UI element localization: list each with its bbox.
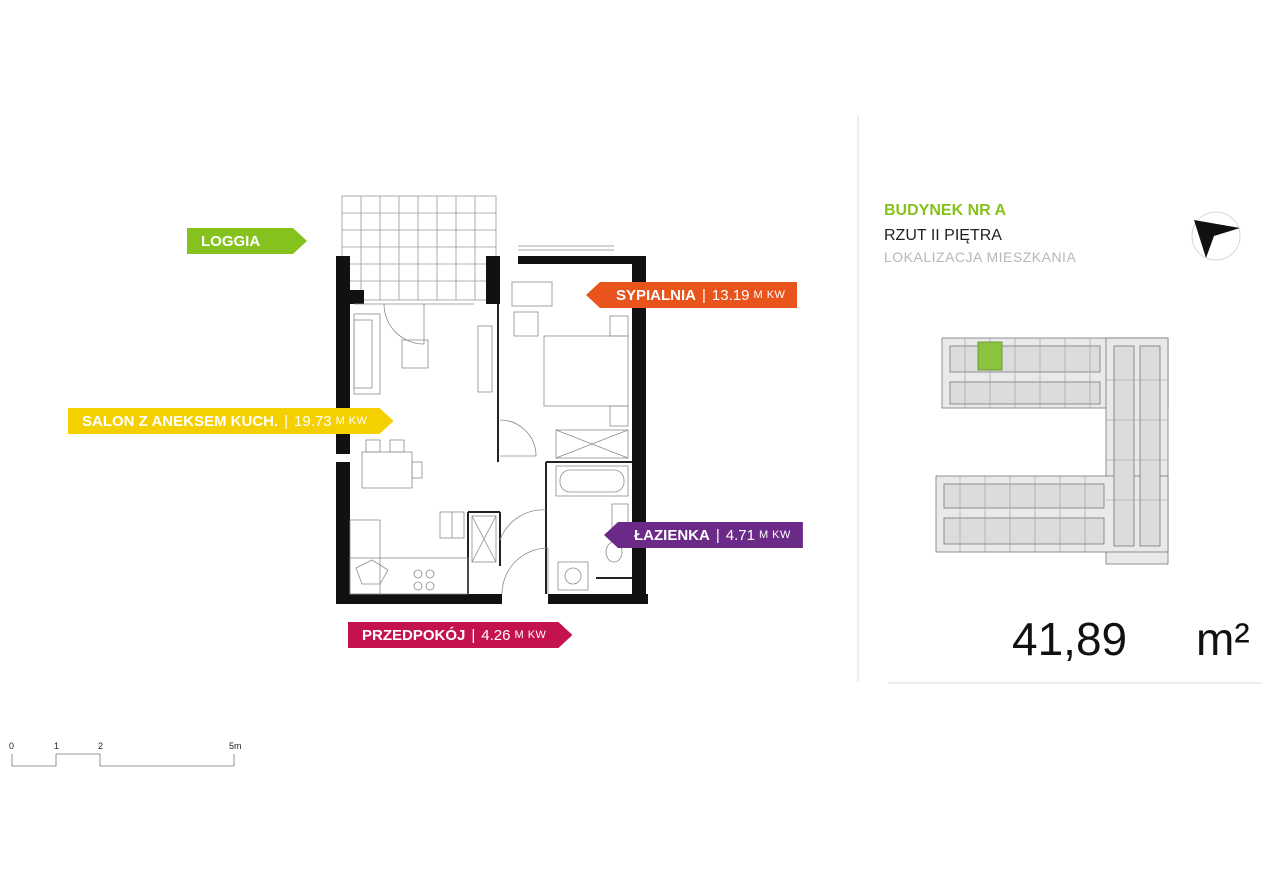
label-przedpokoj-name: PRZEDPOKÓJ (362, 626, 466, 644)
furniture (349, 245, 629, 595)
label-przedpokoj: PRZEDPOKÓJ | 4.26 M KW (348, 622, 572, 648)
label-salon-unit: M KW (335, 415, 368, 427)
label-loggia: LOGGIA (187, 228, 307, 254)
label-przedpokoj-unit: M KW (514, 629, 547, 641)
label-sypialnia-unit: M KW (753, 289, 786, 301)
building-title: BUDYNEK NR A (884, 202, 1007, 219)
location-caption: LOKALIZACJA MIESZKANIA (884, 249, 1077, 265)
label-salon-sep: | (284, 412, 289, 430)
label-sypialnia-area: 13.19 (711, 286, 750, 304)
label-sypialnia: SYPIALNIA | 13.19 M KW (586, 282, 798, 308)
label-salon: SALON Z ANEKSEM KUCH. | 19.73 M KW (68, 408, 394, 434)
label-przedpokoj-area: 4.26 (481, 626, 511, 644)
label-lazienka: ŁAZIENKA | 4.71 M KW (604, 522, 803, 548)
scale-tick-0: 0 (9, 741, 15, 751)
exterior-walls (336, 256, 648, 604)
label-lazienka-unit: M KW (758, 529, 791, 541)
label-salon-area: 19.73 (294, 412, 332, 430)
interior-walls (467, 304, 632, 594)
label-lazienka-sep: | (715, 526, 720, 544)
scale-bar (11, 753, 235, 767)
scale-tick-2: 2 (98, 741, 104, 751)
label-lazienka-area: 4.71 (725, 526, 755, 544)
label-lazienka-name: ŁAZIENKA (634, 526, 710, 544)
label-loggia-name: LOGGIA (201, 232, 261, 250)
label-przedpokoj-sep: | (471, 626, 476, 644)
label-salon-name: SALON Z ANEKSEM KUCH. (82, 412, 279, 430)
highlighted-apartment (977, 341, 1003, 371)
total-area-value: 41,89 (1012, 613, 1128, 665)
label-sypialnia-sep: | (702, 286, 706, 304)
key-plan-grid (959, 338, 1168, 552)
building-key-plan (935, 337, 1169, 565)
compass-north-arrow-icon (1191, 211, 1241, 261)
loggia-balcony (341, 195, 497, 301)
scale-tick-1: 1 (54, 741, 60, 751)
label-sypialnia-name: SYPIALNIA (616, 286, 697, 304)
scale-tick-5m: 5m (229, 741, 242, 751)
total-area-unit: m² (1196, 613, 1250, 665)
floor-title: RZUT II PIĘTRA (884, 227, 1002, 244)
